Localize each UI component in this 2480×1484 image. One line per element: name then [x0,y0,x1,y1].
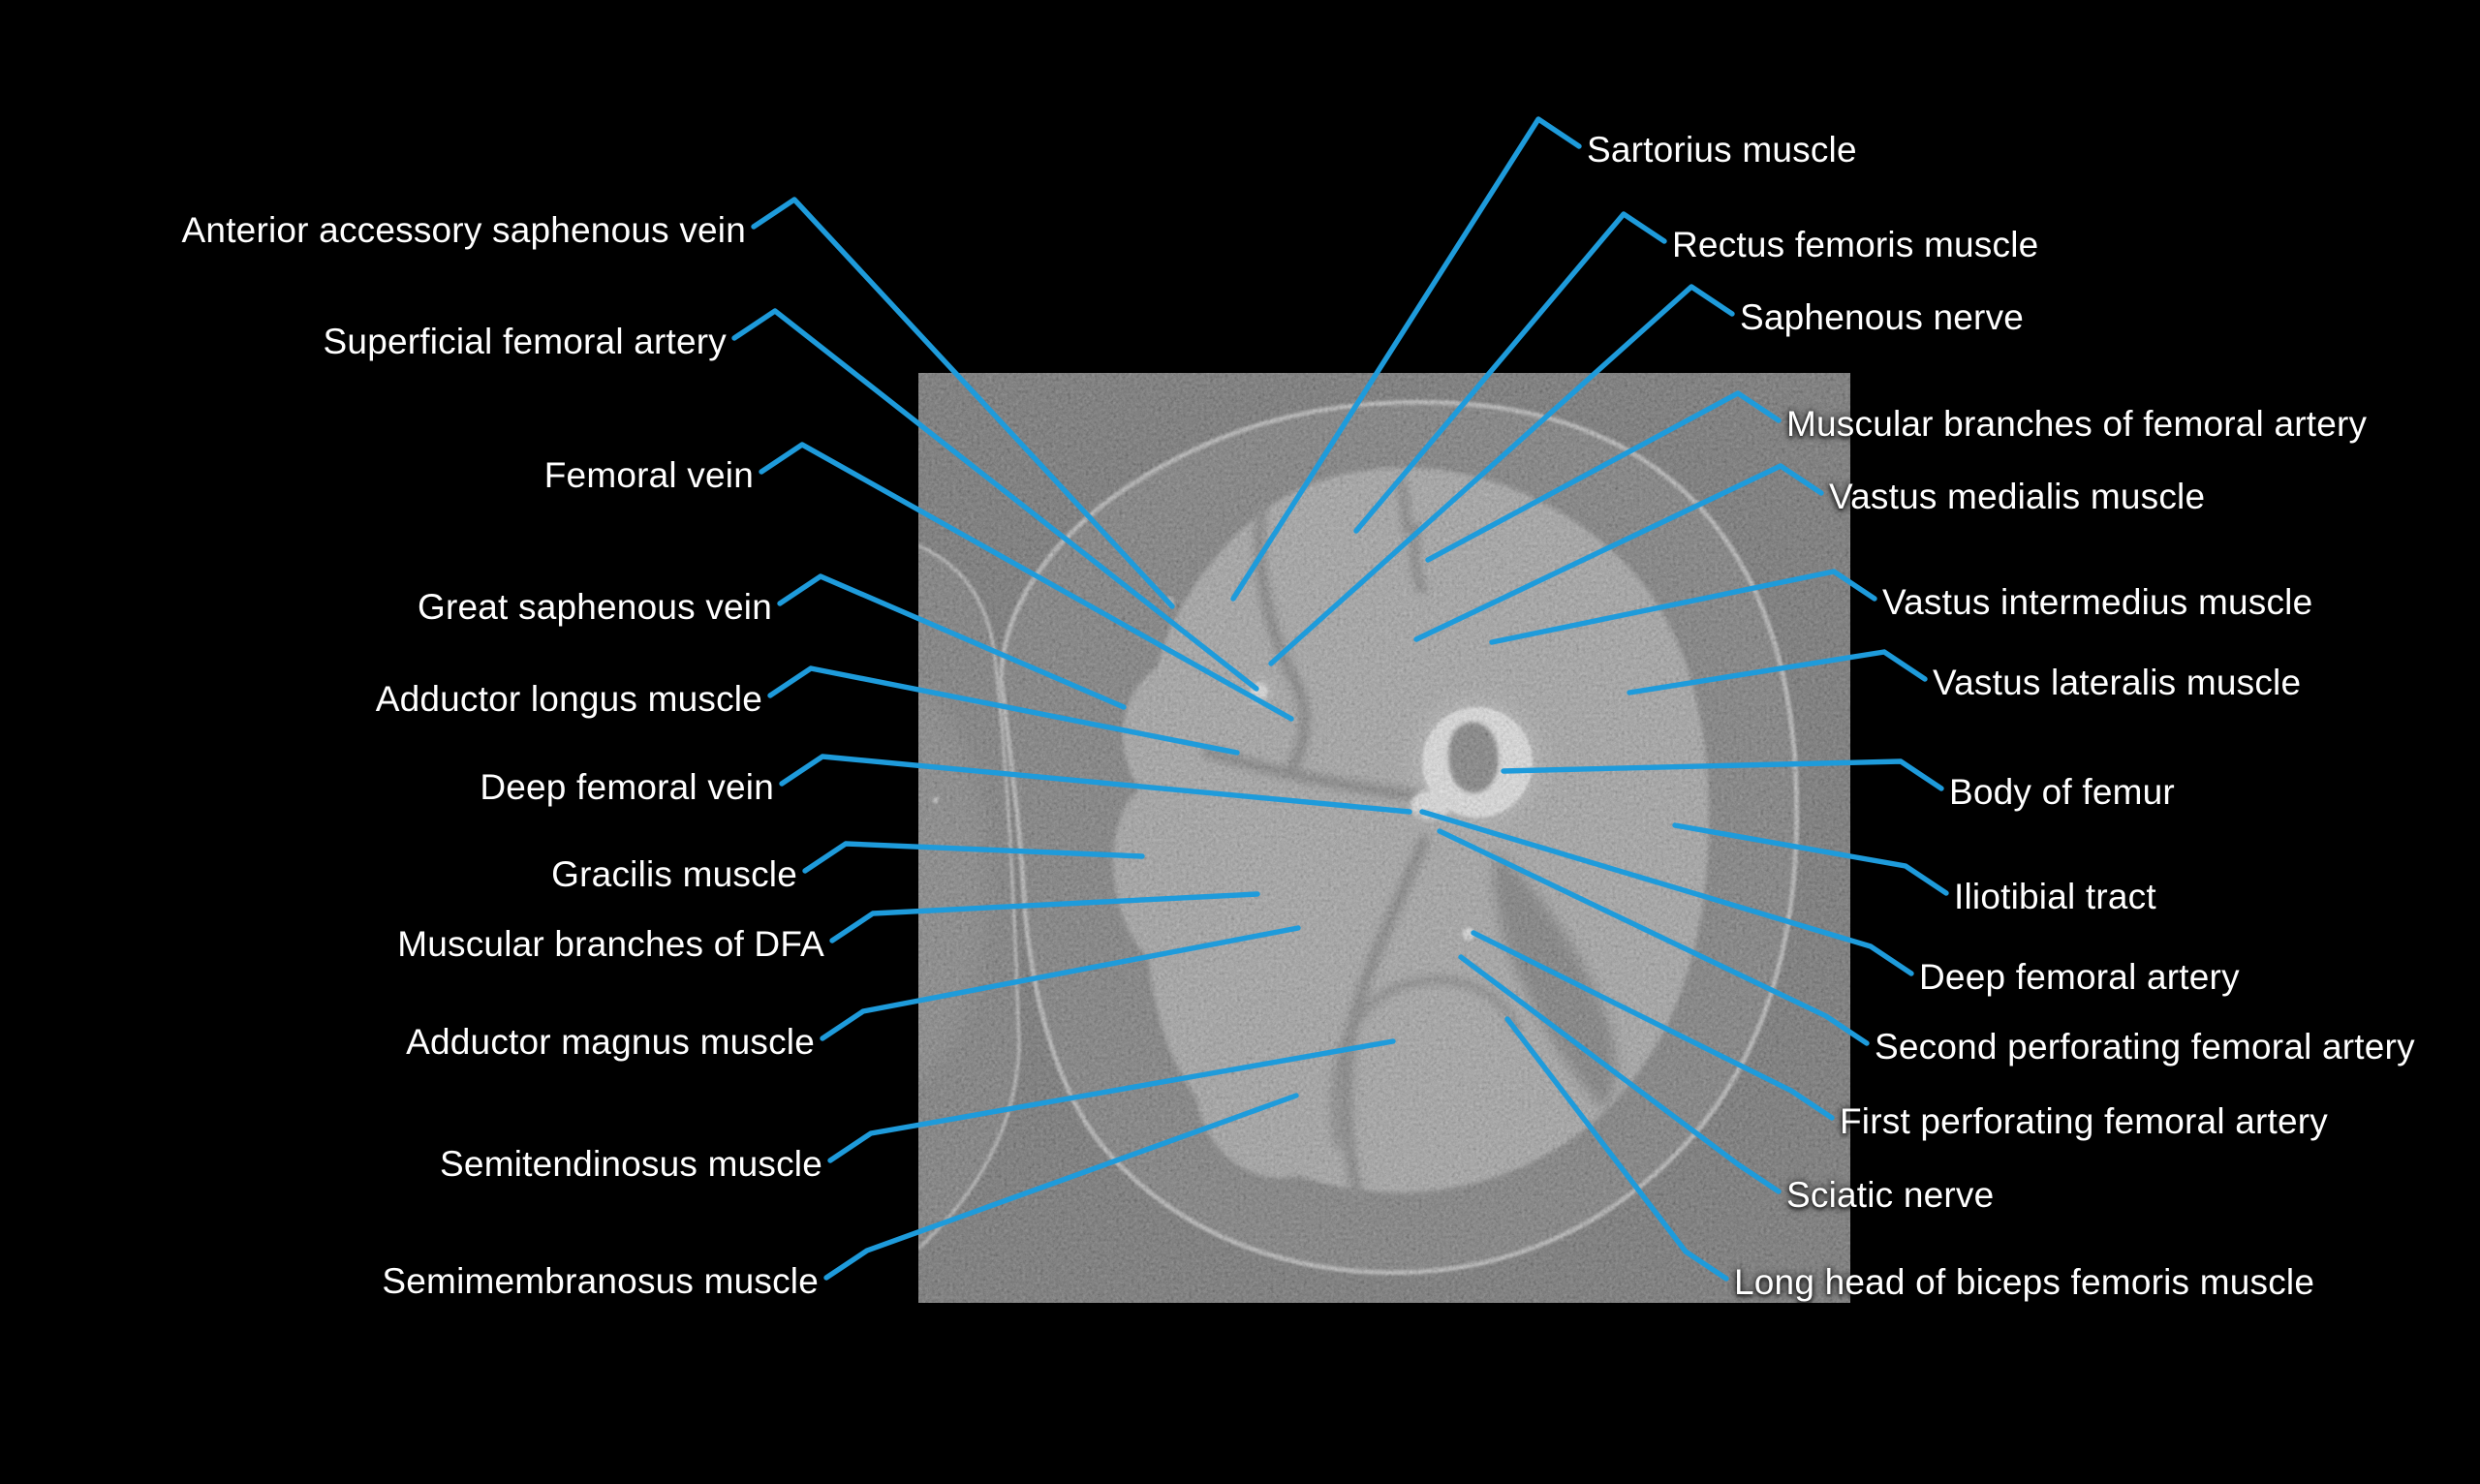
leader-line-long-head-of-biceps-femoris-muscle [1504,1016,1729,1282]
leader-line-great-saphenous-vein [777,573,1127,710]
label-adductor-magnus-muscle: Adductor magnus muscle [406,1022,815,1062]
label-saphenous-nerve: Saphenous nerve [1740,297,2025,337]
leader-line-femoral-vein [759,442,1294,722]
label-body-of-femur: Body of femur [1949,772,2175,812]
leader-line-rectus-femoris-muscle [1353,211,1667,534]
leader-line-vastus-medialis-muscle [1413,463,1824,642]
label-deep-femoral-vein: Deep femoral vein [480,767,774,807]
ct-noise [918,373,1850,1303]
label-vastus-lateralis-muscle: Vastus lateralis muscle [1933,663,2302,702]
leader-line-saphenous-nerve [1268,284,1735,666]
label-rectus-femoris-muscle: Rectus femoris muscle [1672,225,2039,264]
leader-line-muscular-branches-of-dfa [829,891,1260,943]
leader-line-semitendinosus-muscle [827,1038,1396,1163]
leader-line-muscular-branches-of-femoral-artery [1425,390,1782,563]
label-sciatic-nerve: Sciatic nerve [1786,1175,1995,1215]
label-muscular-branches-of-femoral-artery: Muscular branches of femoral artery [1786,404,2368,444]
leader-line-second-perforating-femoral-artery [1437,828,1870,1046]
leader-line-sciatic-nerve [1458,954,1782,1194]
label-iliotibial-tract: Iliotibial tract [1954,877,2156,916]
leader-line-gracilis-muscle [802,841,1145,874]
label-adductor-longus-muscle: Adductor longus muscle [375,679,762,719]
leader-line-superficial-femoral-artery [731,308,1259,692]
ct-scan-field [918,373,1850,1303]
label-femoral-vein: Femoral vein [543,455,754,495]
label-first-perforating-femoral-artery: First perforating femoral artery [1840,1101,2329,1141]
leader-line-vastus-lateralis-muscle [1627,649,1928,696]
label-sartorius-muscle: Sartorius muscle [1587,130,1857,170]
label-anterior-accessory-saphenous-vein: Anterior accessory saphenous vein [181,210,746,250]
leader-line-deep-femoral-vein [779,754,1412,815]
leader-line-iliotibial-tract [1672,822,1949,896]
label-semitendinosus-muscle: Semitendinosus muscle [440,1144,822,1184]
leader-line-sartorius-muscle [1230,116,1582,602]
leader-line-semimembranosus-muscle [823,1093,1299,1281]
label-semimembranosus-muscle: Semimembranosus muscle [382,1261,819,1301]
label-great-saphenous-vein: Great saphenous vein [417,587,772,627]
label-long-head-of-biceps-femoris-muscle: Long head of biceps femoris muscle [1734,1262,2315,1302]
label-deep-femoral-artery: Deep femoral artery [1919,957,2240,997]
leader-line-vastus-intermedius-muscle [1489,569,1877,645]
leader-lines-layer [731,116,1949,1282]
label-vastus-medialis-muscle: Vastus medialis muscle [1829,477,2206,516]
leader-line-anterior-accessory-saphenous-vein [751,197,1175,609]
leader-line-body-of-femur [1501,758,1944,791]
leader-line-deep-femoral-artery [1419,809,1914,976]
leader-line-adductor-magnus-muscle [820,925,1301,1041]
leader-line-adductor-longus-muscle [767,665,1240,756]
label-second-perforating-femoral-artery: Second perforating femoral artery [1875,1027,2415,1067]
label-vastus-intermedius-muscle: Vastus intermedius muscle [1882,582,2313,622]
label-muscular-branches-of-dfa: Muscular branches of DFA [397,924,824,964]
label-superficial-femoral-artery: Superficial femoral artery [323,322,727,361]
label-gracilis-muscle: Gracilis muscle [551,854,797,894]
leader-line-first-perforating-femoral-artery [1471,930,1835,1121]
